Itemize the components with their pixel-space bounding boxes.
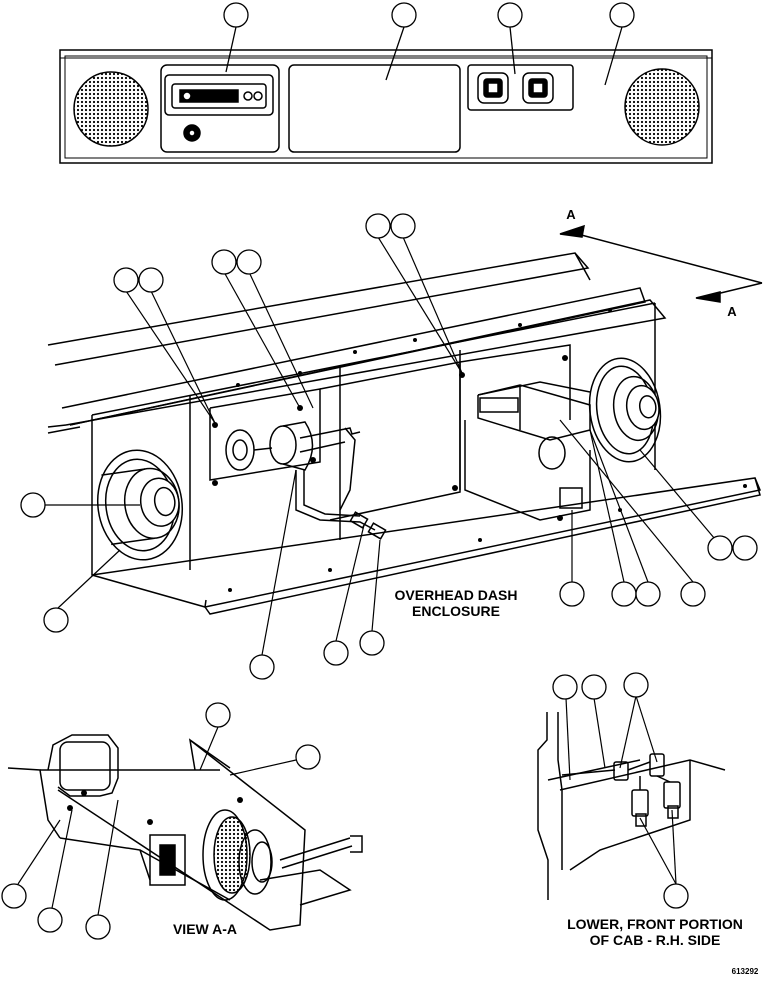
lower-fittings	[561, 753, 681, 827]
callout-circle	[295, 744, 321, 770]
callout-circle	[43, 607, 69, 633]
callout-circle	[138, 267, 164, 293]
switch-panel	[467, 64, 574, 111]
callout-circle	[581, 674, 607, 700]
callout-circle	[609, 2, 635, 28]
callout-circle	[113, 267, 139, 293]
callout-circle	[611, 581, 637, 607]
right-speaker	[588, 357, 662, 463]
lower-front-line1: LOWER, FRONT PORTION	[567, 916, 743, 932]
iso-leaders	[45, 236, 721, 656]
callout-circle	[497, 2, 523, 28]
callout-circle	[552, 674, 578, 700]
view-aa-label: VIEW A-A	[172, 921, 238, 937]
overhead-dash-line1: OVERHEAD DASH	[394, 587, 518, 603]
callout-circle	[236, 249, 262, 275]
section-a-bottom-label: A	[727, 304, 737, 319]
callout-circle	[391, 2, 417, 28]
callout-circle	[663, 883, 689, 909]
callout-circle	[223, 2, 249, 28]
overhead-console-front-view	[59, 49, 713, 164]
section-arrows	[559, 224, 763, 303]
callout-circle	[623, 672, 649, 698]
lower-leaders	[565, 695, 677, 885]
callout-circle	[707, 535, 733, 561]
callout-circle	[20, 492, 46, 518]
left-speaker-grille	[73, 71, 149, 147]
callout-circle	[359, 630, 385, 656]
iso-callouts	[20, 213, 758, 680]
callout-circle	[85, 914, 111, 940]
overhead-dash-line2: ENCLOSURE	[412, 603, 500, 620]
callout-circle	[365, 213, 391, 239]
callout-circle	[37, 907, 63, 933]
top-callouts	[223, 2, 635, 86]
lower-front-label: LOWER, FRONT PORTION OF CAB - R.H. SIDE	[555, 916, 755, 948]
left-speaker	[96, 449, 184, 561]
view-aa-bracket	[7, 734, 363, 931]
radio-panel	[160, 64, 280, 153]
callout-circle	[732, 535, 758, 561]
callout-circle	[635, 581, 661, 607]
lower-front-line2: OF CAB - R.H. SIDE	[589, 932, 721, 949]
callout-circle	[390, 213, 416, 239]
overhead-dash-label: OVERHEAD DASH ENCLOSURE	[386, 587, 526, 619]
callout-circle	[680, 581, 706, 607]
callout-circle	[323, 640, 349, 666]
drawing-number: 613292	[731, 967, 759, 976]
callout-circle	[249, 654, 275, 680]
overhead-dash-enclosure	[47, 252, 762, 615]
lower-callouts	[552, 672, 689, 909]
right-speaker-grille	[624, 68, 700, 146]
callout-circle	[211, 249, 237, 275]
callout-circle	[559, 581, 585, 607]
horn-assembly	[225, 421, 387, 540]
lower-front-cab-view	[537, 712, 726, 900]
callout-circle	[205, 702, 231, 728]
blank-panel	[288, 64, 461, 153]
section-a-top-label: A	[566, 207, 576, 222]
view-aa-callouts	[1, 702, 321, 940]
view-aa-leaders	[17, 726, 297, 916]
view-aa-speaker	[149, 809, 273, 901]
radio-unit	[171, 83, 267, 109]
callout-circle	[1, 883, 27, 909]
radio-box	[477, 381, 591, 509]
